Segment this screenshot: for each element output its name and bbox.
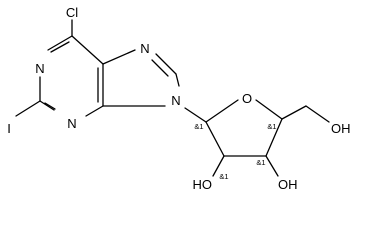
bond-c3p-o3p xyxy=(265,155,279,177)
bond-o4p-c4p xyxy=(255,99,283,120)
stereo-label-c1p: &1 xyxy=(194,122,203,131)
bond-c2-n3-inner xyxy=(44,102,56,110)
chemical-structure: Cl N I N N N O OH HO OH &1 &1 &1 &1 xyxy=(7,5,351,192)
imidazole-ring-bonds xyxy=(102,49,180,107)
bond-c6-n1-inner xyxy=(50,41,70,53)
atom-label-i: I xyxy=(7,121,11,136)
bond-n7-c8-inner xyxy=(151,59,169,77)
stereo-label-c4p: &1 xyxy=(267,122,276,131)
bond-c2p-o2p xyxy=(212,155,225,177)
bond-c1p-o4p xyxy=(205,99,239,123)
bond-c8-n9 xyxy=(175,73,180,87)
bond-c2-n3 xyxy=(39,100,55,111)
atom-label-n7: N xyxy=(140,41,149,56)
atom-label-oh-5p: OH xyxy=(331,121,351,136)
bond-c6-n1 xyxy=(47,35,73,51)
bond-c4p-c3p xyxy=(265,118,283,157)
bond-c4p-c5p xyxy=(281,105,307,120)
atom-label-o-ring: O xyxy=(242,91,252,106)
substituent-bonds xyxy=(212,105,330,177)
bond-c2p-c1p xyxy=(205,121,225,157)
bond-n9-c1p xyxy=(184,107,207,123)
bond-n7-c8 xyxy=(155,53,177,75)
pyrimidine-ring-bonds xyxy=(15,19,104,117)
atom-label-ho-2p: HO xyxy=(193,177,213,192)
bond-c2-i xyxy=(15,100,41,117)
atom-label-cl: Cl xyxy=(66,5,78,20)
bond-n3-c4 xyxy=(85,105,104,117)
atom-label-n3: N xyxy=(67,116,76,131)
stereo-label-c2p: &1 xyxy=(219,172,228,181)
ribose-ring-bonds xyxy=(184,99,283,157)
stereo-label-c3p: &1 xyxy=(256,158,265,167)
atom-label-n1: N xyxy=(35,61,44,76)
atom-label-oh-3p: OH xyxy=(278,177,298,192)
bond-c5-c6 xyxy=(71,35,104,65)
atom-label-n9: N xyxy=(171,93,180,108)
bond-c5-n7 xyxy=(102,49,136,65)
bond-c5p-o5p xyxy=(305,105,330,123)
